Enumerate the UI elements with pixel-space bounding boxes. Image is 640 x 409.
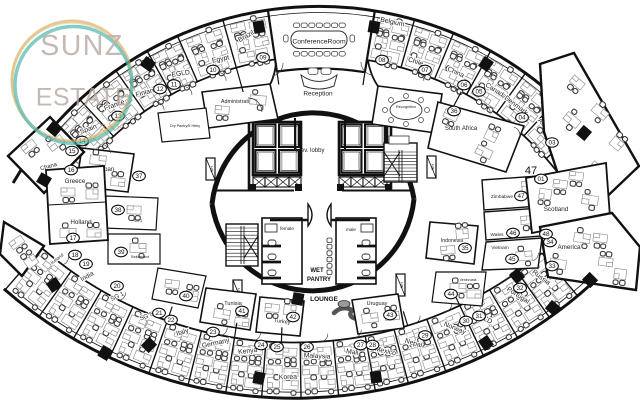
svg-text:Recognition: Recognition <box>396 105 416 109</box>
svg-text:South Africa: South Africa <box>445 126 478 132</box>
svg-text:34: 34 <box>546 239 554 246</box>
svg-text:Japan: Japan <box>98 167 114 173</box>
svg-text:29: 29 <box>421 333 429 340</box>
svg-text:15: 15 <box>68 148 76 155</box>
svg-text:Scotland: Scotland <box>544 206 569 213</box>
svg-text:32: 32 <box>516 285 524 292</box>
svg-text:16: 16 <box>67 167 75 174</box>
svg-text:21: 21 <box>155 310 163 317</box>
svg-text:44: 44 <box>447 291 455 298</box>
svg-text:ConferenceRoom: ConferenceRoom <box>292 39 346 46</box>
svg-text:31: 31 <box>475 313 483 320</box>
svg-text:Dry Pantry/It Hbby: Dry Pantry/It Hbby <box>170 124 200 128</box>
svg-text:Switzerland: Switzerland <box>131 255 150 259</box>
svg-text:42: 42 <box>289 314 297 321</box>
svg-text:45: 45 <box>508 256 516 263</box>
svg-text:Kenya: Kenya <box>238 347 258 356</box>
svg-text:40: 40 <box>182 293 190 300</box>
svg-text:male: male <box>346 227 356 232</box>
svg-text:05: 05 <box>475 89 483 96</box>
svg-text:Malaysia: Malaysia <box>303 352 330 360</box>
svg-text:EGLD: EGLD <box>171 69 190 79</box>
svg-text:Greece: Greece <box>65 178 86 185</box>
svg-text:13: 13 <box>114 113 122 120</box>
svg-text:Elev. lobby: Elev. lobby <box>296 148 325 154</box>
svg-text:41: 41 <box>238 308 246 315</box>
svg-text:30: 30 <box>462 318 470 325</box>
svg-text:H/B: H/B <box>210 166 214 172</box>
svg-text:07: 07 <box>421 67 429 74</box>
svg-text:Mali: Mali <box>346 348 360 357</box>
svg-text:Tunisia: Tunisia <box>224 301 242 307</box>
svg-text:Reception: Reception <box>303 91 333 98</box>
svg-text:33: 33 <box>548 263 556 270</box>
svg-text:スート: スート <box>99 123 123 132</box>
svg-text:WET: WET <box>310 268 324 274</box>
svg-text:09: 09 <box>259 55 267 62</box>
svg-text:27: 27 <box>357 342 365 349</box>
svg-text:Holland: Holland <box>70 219 92 226</box>
svg-text:46: 46 <box>509 230 517 237</box>
svg-text:Indonesia: Indonesia <box>441 238 464 244</box>
svg-text:18: 18 <box>71 252 79 259</box>
svg-text:47: 47 <box>517 193 525 200</box>
svg-text:10: 10 <box>209 67 217 74</box>
svg-text:12: 12 <box>156 86 164 93</box>
svg-text:H/B: H/B <box>431 164 435 170</box>
svg-text:06: 06 <box>460 82 468 89</box>
svg-text:17: 17 <box>69 235 77 242</box>
svg-text:LOUNGE: LOUNGE <box>310 296 338 303</box>
svg-text:35: 35 <box>461 245 469 252</box>
svg-text:43: 43 <box>386 312 394 319</box>
svg-text:37: 37 <box>135 173 143 180</box>
svg-text:Vietnam: Vietnam <box>491 245 509 251</box>
svg-text:Turkey: Turkey <box>273 318 291 326</box>
svg-text:Korea: Korea <box>279 374 298 382</box>
svg-text:ESTATE: ESTATE <box>36 84 133 112</box>
svg-text:39: 39 <box>117 249 125 256</box>
svg-text:26: 26 <box>303 344 311 351</box>
svg-text:Administration: Administration <box>221 99 255 105</box>
svg-text:Uruguay: Uruguay <box>367 301 388 307</box>
svg-text:20: 20 <box>113 283 121 290</box>
svg-text:SG 3: SG 3 <box>134 219 142 223</box>
svg-text:America: America <box>557 244 581 251</box>
svg-text:19: 19 <box>82 261 90 268</box>
svg-text:SUNZ: SUNZ <box>40 30 124 62</box>
svg-text:PANTRY: PANTRY <box>307 277 331 283</box>
svg-text:25: 25 <box>273 344 281 351</box>
svg-text:H/B: H/B <box>400 282 404 288</box>
svg-text:22: 22 <box>167 317 175 324</box>
svg-text:24: 24 <box>257 342 265 349</box>
svg-text:03: 03 <box>548 140 556 147</box>
svg-text:female: female <box>280 226 294 231</box>
svg-text:48: 48 <box>542 231 550 238</box>
svg-text:36: 36 <box>450 108 458 115</box>
svg-text:Zimbabwe: Zimbabwe <box>491 194 513 200</box>
svg-text:04: 04 <box>518 115 526 122</box>
svg-text:11: 11 <box>171 82 178 89</box>
svg-text:28: 28 <box>369 342 377 349</box>
svg-text:01: 01 <box>537 176 545 183</box>
svg-text:Venezuela: Venezuela <box>460 278 477 282</box>
svg-text:38: 38 <box>114 207 122 214</box>
svg-text:Wales: Wales <box>490 232 504 238</box>
svg-text:23: 23 <box>209 329 217 336</box>
svg-text:08: 08 <box>378 57 386 64</box>
svg-text:47: 47 <box>525 165 537 177</box>
